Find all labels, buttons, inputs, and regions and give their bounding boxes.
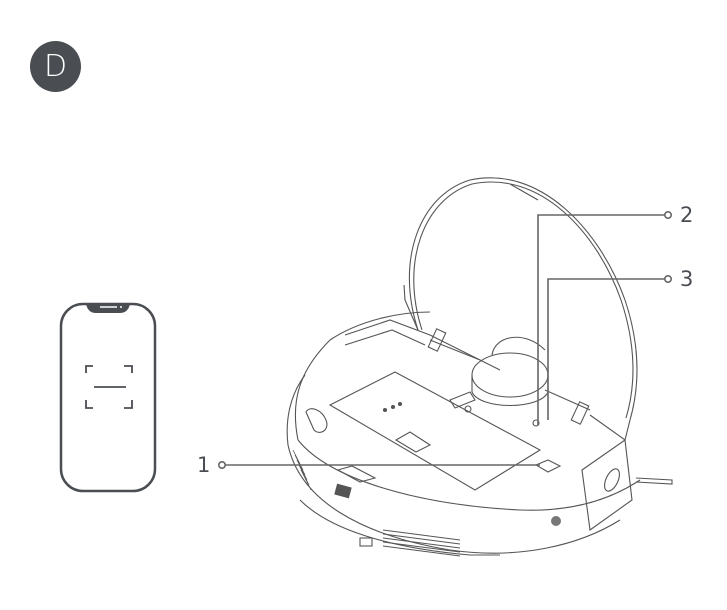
phone-icon — [59, 302, 157, 493]
section-badge-label: D — [43, 49, 68, 84]
callout-lines — [218, 211, 672, 469]
callout-3: 3 — [680, 267, 694, 291]
callout-2: 2 — [680, 203, 694, 227]
callout-line-3 — [547, 278, 665, 420]
section-badge: D — [30, 41, 81, 92]
callout-1: 1 — [197, 453, 211, 477]
robot-vacuum-icon — [286, 177, 673, 557]
callout-line-2 — [537, 214, 665, 425]
qr-scan-icon — [85, 365, 133, 409]
